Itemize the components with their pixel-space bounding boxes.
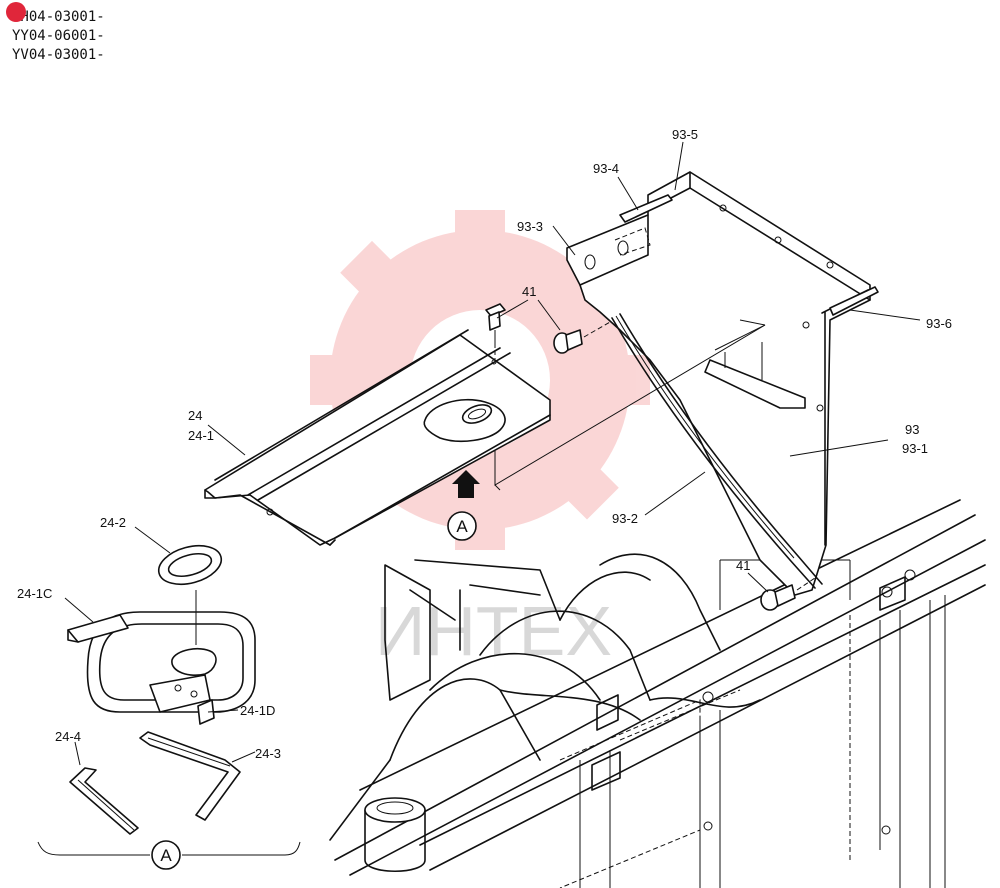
bolt-41-vertical [485,303,506,362]
callout-93-3: 93-3 [517,219,543,234]
engine-hoses [329,553,761,841]
detail-a-marker [151,840,181,870]
chassis-frame [334,499,986,888]
callout-41-lower: 41 [736,558,750,573]
seal-strip-93-2 [611,313,823,589]
detail-a [37,544,301,856]
serial-number: YY04-06001- [12,28,105,44]
callout-93-4: 93-4 [593,161,619,176]
bolt-41-lower [760,577,816,611]
view-a-arrow-icon [452,470,480,498]
callout-24-3: 24-3 [255,746,281,761]
callout-24: 24 [188,408,202,423]
serial-number: YV04-03001- [12,47,105,63]
panel-93 [566,171,879,596]
callout-24-1D: 24-1D [240,703,275,718]
callout-93-5: 93-5 [672,127,698,142]
callout-24-2: 24-2 [100,515,126,530]
view-a-marker [447,511,477,541]
view-a-marker-label: A [456,517,468,536]
callout-24-1C: 24-1C [17,586,52,601]
callout-24-1: 24-1 [188,428,214,443]
leader-lines [64,141,921,766]
corner-badge-icon [6,2,26,22]
reference-lines [494,319,766,491]
callout-93: 93 [905,422,919,437]
detail-a-marker-label: A [160,846,172,865]
filler-cap [364,797,426,873]
callout-93-2: 93-2 [612,511,638,526]
bolt-41-horizontal [553,321,611,354]
serial-number-block: YH04-03001- YY04-06001- YV04-03001- [6,2,105,65]
callout-24-4: 24-4 [55,729,81,744]
callout-93-1: 93-1 [902,441,928,456]
callout-93-6: 93-6 [926,316,952,331]
callout-41-upper: 41 [522,284,536,299]
watermark-text: ИНТЕХ [375,592,612,670]
cover-plate-24 [204,329,551,546]
serial-number: YH04-03001- [12,9,105,25]
